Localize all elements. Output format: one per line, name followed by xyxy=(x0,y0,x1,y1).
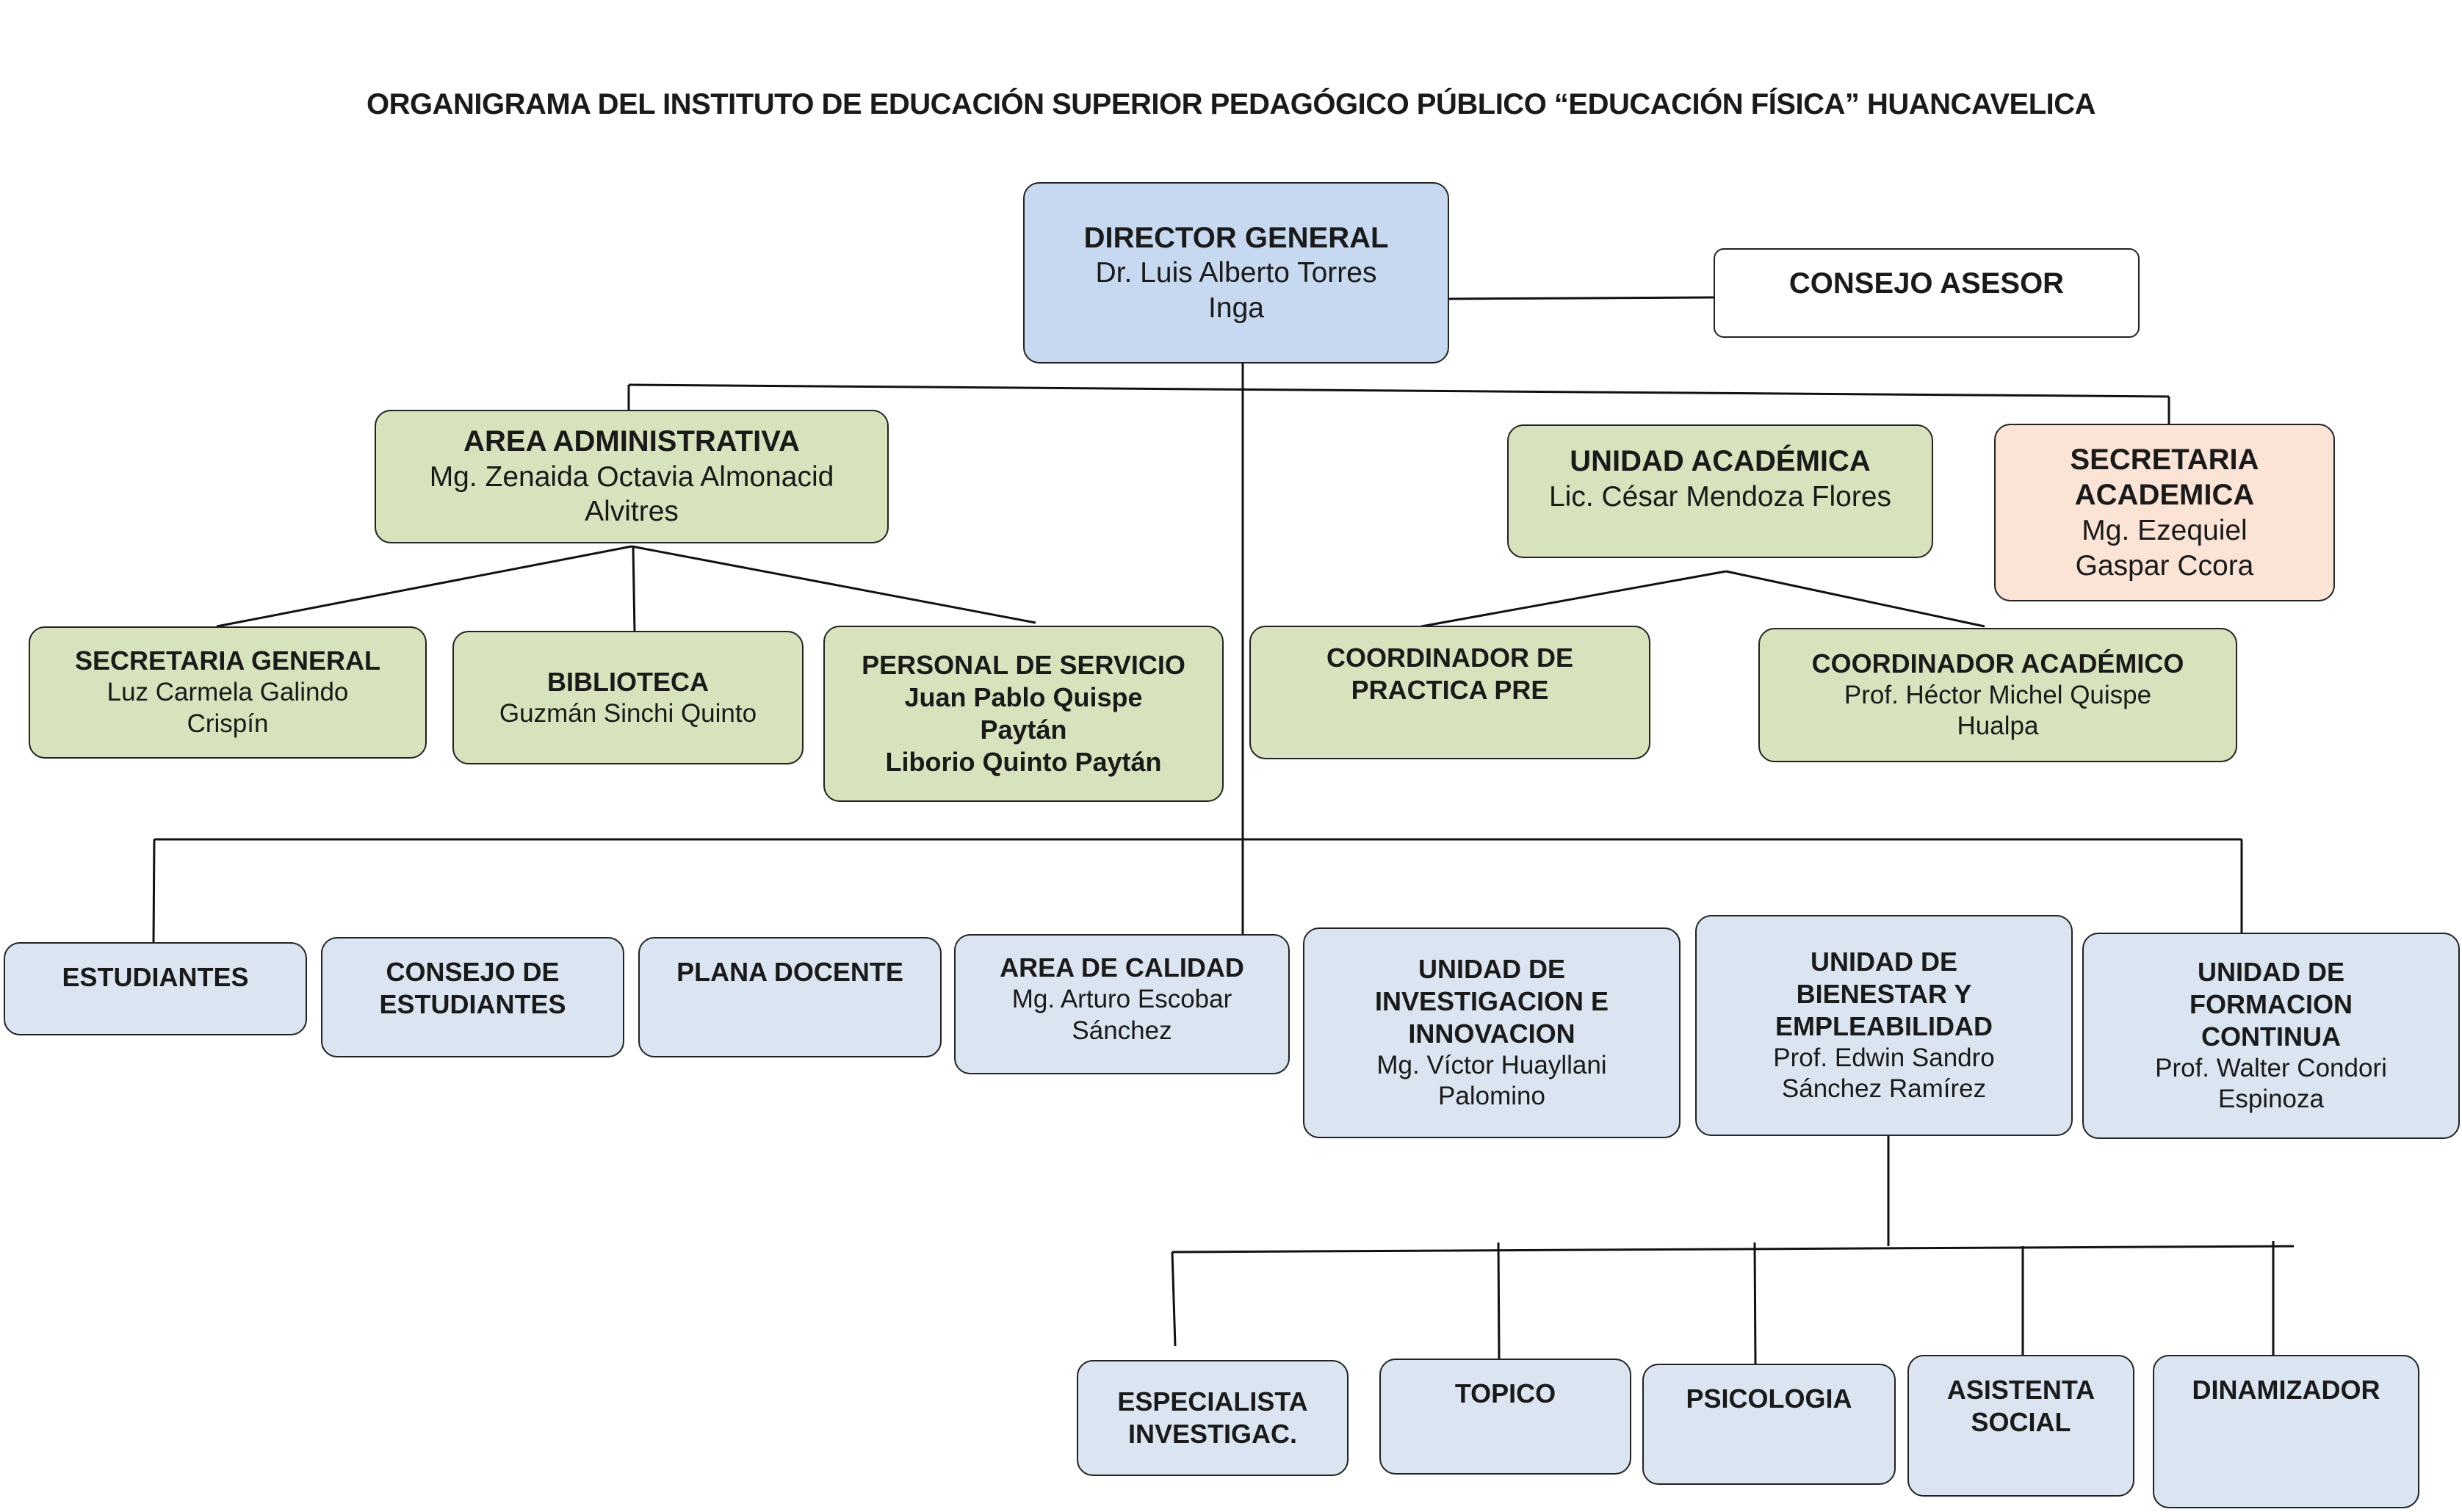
coordinador-academico-box: COORDINADOR ACADÉMICO Prof. Héctor Miche… xyxy=(1758,628,2237,762)
director-name-line2: Inga xyxy=(1208,292,1264,324)
secretaria-general-box: SECRETARIA GENERAL Luz Carmela Galindo C… xyxy=(29,626,427,759)
secretaria-academica-title-line1: SECRETARIA xyxy=(2070,443,2259,476)
coordinador-practica-title-line1: COORDINADOR DE xyxy=(1326,643,1573,673)
dinamizador-box: DINAMIZADOR xyxy=(2153,1355,2419,1508)
area-administrativa-box: AREA ADMINISTRATIVA Mg. Zenaida Octavia … xyxy=(375,410,889,543)
consejo-estudiantes-title-line2: ESTUDIANTES xyxy=(379,988,566,1019)
dinamizador-title: DINAMIZADOR xyxy=(2192,1375,2380,1405)
line-bottom-bar xyxy=(1172,1245,2295,1254)
plana-docente-box: PLANA DOCENTE xyxy=(638,937,942,1057)
area-administrativa-name-line2: Alvitres xyxy=(585,496,679,528)
unidad-bienestar-name-line2: Sánchez Ramírez xyxy=(1781,1074,1987,1104)
unidad-investigacion-name-line1: Mg. Víctor Huayllani xyxy=(1376,1050,1607,1079)
especialista-title-line1: ESPECIALISTA xyxy=(1117,1386,1308,1417)
topico-box: TOPICO xyxy=(1379,1359,1631,1475)
consejo-estudiantes-box: CONSEJO DE ESTUDIANTES xyxy=(321,937,624,1057)
line-ua-coordacad xyxy=(1725,570,1985,628)
line-admin-biblio xyxy=(632,546,636,632)
unidad-academica-name: Lic. César Mendoza Flores xyxy=(1548,480,1892,513)
secretaria-general-name-line2: Crispín xyxy=(187,709,269,738)
biblioteca-box: BIBLIOTECA Guzmán Sinchi Quinto xyxy=(452,631,804,764)
especialista-box: ESPECIALISTA INVESTIGAC. xyxy=(1077,1360,1349,1476)
personal-servicio-name-line3: Liborio Quinto Paytán xyxy=(885,746,1162,777)
psicologia-box: PSICOLOGIA xyxy=(1642,1364,1896,1485)
secretaria-academica-name-line1: Mg. Ezequiel xyxy=(2082,515,2248,547)
unidad-investigacion-box: UNIDAD DE INVESTIGACION E INNOVACION Mg.… xyxy=(1303,927,1681,1138)
area-calidad-name-line2: Sánchez xyxy=(1072,1016,1172,1045)
personal-servicio-name-line1: Juan Pablo Quispe xyxy=(904,682,1143,713)
director-general-box: DIRECTOR GENERAL Dr. Luis Alberto Torres… xyxy=(1023,182,1449,363)
plana-docente-title: PLANA DOCENTE xyxy=(676,957,903,987)
unidad-investigacion-title-line2: INVESTIGACION E xyxy=(1374,985,1609,1016)
unidad-investigacion-name-line2: Palomino xyxy=(1438,1082,1545,1111)
director-name-line1: Dr. Luis Alberto Torres xyxy=(1095,257,1377,289)
area-administrativa-title: AREA ADMINISTRATIVA xyxy=(463,425,800,458)
secretaria-general-title: SECRETARIA GENERAL xyxy=(74,645,381,676)
unidad-formacion-title-line3: CONTINUA xyxy=(2201,1021,2341,1052)
line-ua-coordpract xyxy=(1420,570,1727,628)
area-calidad-box: AREA DE CALIDAD Mg. Arturo Escobar Sánch… xyxy=(954,934,1290,1074)
unidad-academica-title: UNIDAD ACADÉMICA xyxy=(1570,445,1871,477)
secretaria-general-name-line1: Luz Carmela Galindo xyxy=(107,678,349,707)
area-calidad-name-line1: Mg. Arturo Escobar xyxy=(1011,984,1232,1013)
secretaria-academica-title-line2: ACADEMICA xyxy=(2074,479,2255,512)
consejo-asesor-title: CONSEJO ASESOR xyxy=(1788,267,2065,300)
unidad-formacion-box: UNIDAD DE FORMACION CONTINUA Prof. Walte… xyxy=(2082,933,2460,1139)
unidad-academica-box: UNIDAD ACADÉMICA Lic. César Mendoza Flor… xyxy=(1507,424,1933,558)
unidad-formacion-name-line1: Prof. Walter Condori xyxy=(2155,1053,2387,1082)
asistenta-social-title-line2: SOCIAL xyxy=(1971,1406,2071,1437)
consejo-asesor-box: CONSEJO ASESOR xyxy=(1714,248,2140,338)
area-administrativa-name-line1: Mg. Zenaida Octavia Almonacid xyxy=(429,460,834,493)
estudiantes-title: ESTUDIANTES xyxy=(62,962,249,992)
psicologia-title: PSICOLOGIA xyxy=(1686,1383,1852,1414)
unidad-bienestar-title-line3: EMPLEABILIDAD xyxy=(1775,1010,1993,1041)
asistenta-social-box: ASISTENTA SOCIAL xyxy=(1907,1355,2134,1497)
asistenta-social-title-line1: ASISTENTA xyxy=(1946,1375,2095,1405)
coordinador-academico-name-line2: Hualpa xyxy=(1957,712,2039,741)
topico-title: TOPICO xyxy=(1454,1378,1556,1408)
unidad-formacion-title-line1: UNIDAD DE xyxy=(2197,956,2344,987)
line-to-especialista xyxy=(1171,1251,1177,1347)
unidad-formacion-title-line2: FORMACION xyxy=(2190,988,2353,1019)
unidad-bienestar-title-line2: BIENESTAR Y xyxy=(1796,978,1972,1009)
director-title: DIRECTOR GENERAL xyxy=(1083,221,1389,254)
personal-servicio-name-line2: Paytán xyxy=(980,715,1067,745)
biblioteca-name: Guzmán Sinchi Quinto xyxy=(499,698,757,728)
personal-servicio-box: PERSONAL DE SERVICIO Juan Pablo Quispe P… xyxy=(823,626,1224,802)
chart-title: ORGANIGRAMA DEL INSTITUTO DE EDUCACIÓN S… xyxy=(366,88,2096,120)
coordinador-practica-box: COORDINADOR DE PRACTICA PRE xyxy=(1249,626,1650,759)
unidad-formacion-name-line2: Espinoza xyxy=(2218,1085,2324,1114)
consejo-estudiantes-title-line1: CONSEJO DE xyxy=(386,957,560,987)
unidad-investigacion-title-line3: INNOVACION xyxy=(1408,1018,1575,1049)
secretaria-academica-box: SECRETARIA ACADEMICA Mg. Ezequiel Gaspar… xyxy=(1994,424,2335,601)
estudiantes-box: ESTUDIANTES xyxy=(4,942,307,1035)
line-director-consejo xyxy=(1448,296,1714,300)
unidad-bienestar-name-line1: Prof. Edwin Sandro xyxy=(1773,1043,1995,1072)
line-admin-secgen xyxy=(216,545,632,628)
coordinador-academico-name-line1: Prof. Héctor Michel Quispe xyxy=(1844,680,2152,709)
unidad-bienestar-box: UNIDAD DE BIENESTAR Y EMPLEABILIDAD Prof… xyxy=(1695,915,2073,1136)
especialista-title-line2: INVESTIGAC. xyxy=(1127,1419,1298,1449)
line-admin-personal xyxy=(631,545,1036,624)
unidad-investigacion-title-line1: UNIDAD DE xyxy=(1418,953,1565,984)
unidad-bienestar-title-line1: UNIDAD DE xyxy=(1810,946,1957,977)
biblioteca-title: BIBLIOTECA xyxy=(547,666,709,697)
personal-servicio-title: PERSONAL DE SERVICIO xyxy=(862,650,1185,681)
line-top-bar xyxy=(628,383,2170,398)
coordinador-academico-title: COORDINADOR ACADÉMICO xyxy=(1811,648,2184,679)
area-calidad-title: AREA DE CALIDAD xyxy=(1000,952,1244,983)
secretaria-academica-name-line2: Gaspar Ccora xyxy=(2075,549,2254,582)
coordinador-practica-title-line2: PRACTICA PRE xyxy=(1351,674,1549,705)
line-to-topico xyxy=(1497,1242,1501,1359)
